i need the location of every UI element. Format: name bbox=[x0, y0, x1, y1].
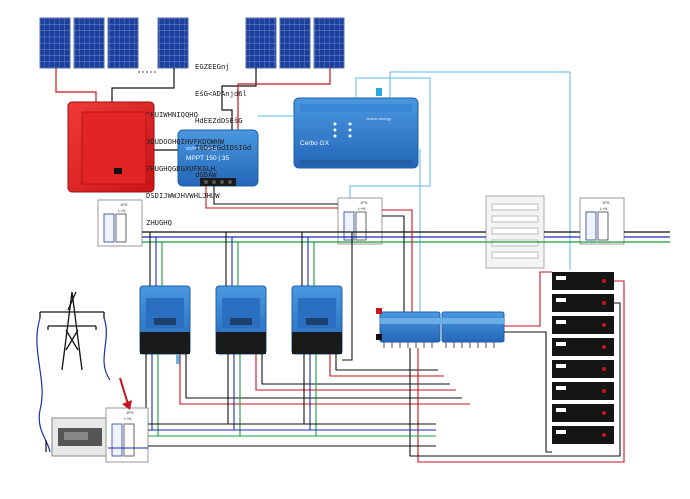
cerbo-antenna bbox=[376, 88, 382, 96]
breaker-mark-ln: L+N bbox=[118, 208, 126, 213]
inverter-2 bbox=[215, 285, 267, 355]
panel-note-line: EšG<ADAnjd6l bbox=[195, 89, 247, 98]
comm-wiring bbox=[258, 71, 571, 340]
inverter-display bbox=[114, 168, 122, 174]
breaker-grid: 1PS L+N bbox=[105, 407, 149, 463]
solar-array-right bbox=[245, 17, 345, 69]
arrow-indicator-icon bbox=[119, 377, 132, 410]
cerbo-title: Cerbo GX bbox=[300, 140, 330, 147]
panel-note-line: IGDSEGdIDSIGd bbox=[195, 143, 252, 152]
breaker-mark-ln: L+N bbox=[358, 206, 366, 211]
mppt-controller: victron energy MPPT 150 | 35 bbox=[177, 129, 259, 187]
solar-panel-icon bbox=[73, 17, 105, 69]
wiring-note-line: DSDIJWWJHVWHLJHUW bbox=[146, 191, 220, 200]
breaker-mark-ln: L+N bbox=[124, 416, 132, 421]
battery-icon bbox=[552, 404, 614, 422]
inverter-comm-port bbox=[176, 354, 180, 364]
pylon-icon bbox=[39, 291, 105, 371]
battery-icon bbox=[552, 426, 614, 444]
solar-panel-icon bbox=[107, 17, 139, 69]
wiring-note-line: "HUIWHNIQQHQ bbox=[146, 110, 198, 119]
panel-note: EGZEEGnj EšG<ADAnjd6l HdEEZdDSEšG IGDSEG… bbox=[195, 44, 251, 188]
panel-note-line: EGZEEGnj bbox=[195, 62, 230, 71]
cerbo-brand: victron energy bbox=[366, 116, 391, 121]
energy-meter bbox=[51, 417, 109, 457]
ac-bus bbox=[142, 231, 670, 243]
dc-drops bbox=[205, 186, 413, 340]
breaker-mark-1ps: 1PS bbox=[126, 410, 134, 415]
solar-panel-icon bbox=[245, 17, 277, 69]
panel-note-line: dGDAW bbox=[195, 170, 217, 179]
grid-wiring bbox=[36, 317, 111, 453]
battery-icon bbox=[552, 294, 614, 312]
breaker-left: 1PS L+N bbox=[97, 199, 143, 247]
solar-panel-icon bbox=[39, 17, 71, 69]
breaker-mark-1ps: 1PS bbox=[120, 202, 128, 207]
battery-icon bbox=[552, 382, 614, 400]
battery-icon bbox=[552, 316, 614, 334]
wiring-note-line: 7HUGHQGDGXUFKGLH bbox=[146, 164, 216, 173]
battery-icon bbox=[552, 272, 614, 290]
battery-icon bbox=[552, 360, 614, 378]
breaker-mark-1ps: 1PS bbox=[602, 200, 610, 205]
string-inverter bbox=[67, 101, 155, 193]
panel-note-line: HdEEZdDSEšG bbox=[195, 116, 243, 125]
solar-array-left bbox=[39, 17, 189, 73]
wiring-note-line: 3DUDOOHQIHVFKDOWHW bbox=[146, 137, 224, 146]
inverter-icon bbox=[291, 285, 343, 355]
wiring-note: "HUIWHNIQQHQ 3DUDOOHQIHVFKDOWHW 7HUGHQGD… bbox=[146, 92, 224, 236]
breaker-middle: 1PS L+N bbox=[337, 197, 383, 245]
solar-panel-icon bbox=[279, 17, 311, 69]
breaker-mark-ln: L+N bbox=[600, 206, 608, 211]
distribution-busbar bbox=[485, 195, 545, 269]
breaker-mark-1ps: 1PS bbox=[360, 200, 368, 205]
wiring-note-line: ZHUGHQ bbox=[146, 218, 172, 227]
inverter-3 bbox=[291, 285, 343, 355]
breaker-right: 1PS L+N bbox=[579, 197, 625, 245]
dc-distributor bbox=[376, 308, 505, 348]
solar-panel-icon bbox=[157, 17, 189, 69]
mppt-brand: victron energy bbox=[186, 146, 218, 152]
inverter-1 bbox=[139, 285, 191, 355]
solar-panel-icon bbox=[313, 17, 345, 69]
inverter-icon bbox=[139, 285, 191, 355]
mppt-model: MPPT 150 | 35 bbox=[186, 155, 230, 162]
cerbo-gx: Cerbo GX victron energy bbox=[293, 88, 419, 169]
panel-wiring bbox=[55, 68, 331, 151]
grid-bus bbox=[108, 423, 436, 449]
battery-stack bbox=[552, 272, 614, 444]
inverter-icon bbox=[215, 285, 267, 355]
battery-icon bbox=[552, 338, 614, 356]
